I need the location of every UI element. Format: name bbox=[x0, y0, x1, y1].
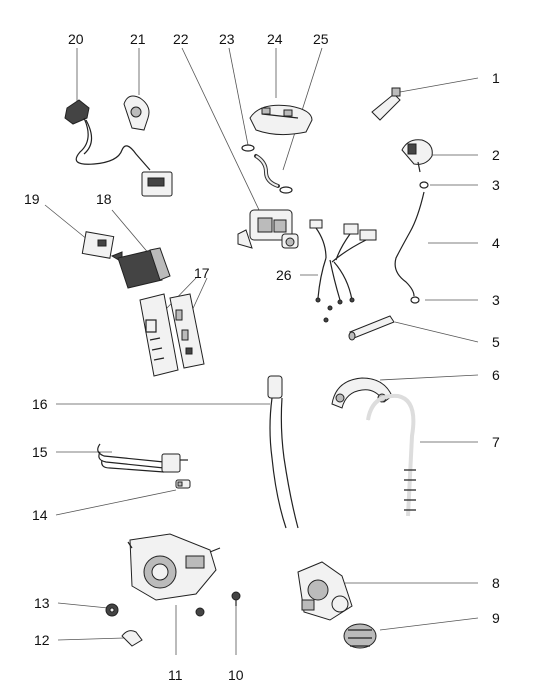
callout-11: 11 bbox=[168, 667, 183, 683]
bolt-part bbox=[195, 607, 205, 617]
callout-3b: 3 bbox=[492, 292, 500, 308]
hose-clip-part bbox=[241, 144, 255, 152]
callout-23: 23 bbox=[219, 31, 235, 47]
pressure-switch-part bbox=[401, 139, 433, 173]
screw-part bbox=[231, 591, 241, 606]
cord-clamp-part bbox=[123, 95, 150, 131]
temperature-sensor-part bbox=[175, 479, 191, 489]
callout-5: 5 bbox=[492, 334, 500, 350]
callout-4: 4 bbox=[492, 235, 500, 251]
leader-lines bbox=[44, 47, 479, 655]
callout-21: 21 bbox=[130, 31, 146, 47]
filter-capacitor-part bbox=[117, 247, 171, 289]
callout-20: 20 bbox=[68, 31, 84, 47]
callout-12: 12 bbox=[34, 632, 50, 648]
callout-13: 13 bbox=[34, 595, 50, 611]
connector-part bbox=[371, 87, 401, 121]
callout-14: 14 bbox=[32, 507, 48, 523]
callout-16: 16 bbox=[32, 396, 48, 412]
inlet-valve-part bbox=[237, 209, 299, 249]
pressure-tube-part bbox=[394, 191, 425, 297]
corrugated-hose-part bbox=[366, 393, 416, 517]
motor-part bbox=[127, 533, 221, 601]
callout-numbers: 1 2 3 4 3 5 6 7 8 9 10 11 12 13 14 15 16… bbox=[24, 31, 500, 683]
power-cord-part bbox=[64, 99, 173, 197]
heater-element-part bbox=[97, 443, 188, 473]
drain-pump-part bbox=[297, 561, 353, 621]
callout-9: 9 bbox=[492, 610, 500, 626]
callout-17: 17 bbox=[194, 265, 210, 281]
door-lock-part bbox=[249, 104, 313, 136]
callout-26: 26 bbox=[276, 267, 292, 283]
callout-22: 22 bbox=[173, 31, 189, 47]
callout-6: 6 bbox=[492, 367, 500, 383]
callout-2: 2 bbox=[492, 147, 500, 163]
short-hose-part bbox=[254, 154, 293, 194]
callout-10: 10 bbox=[228, 667, 244, 683]
label-module-part bbox=[81, 231, 123, 263]
hose-ring-part bbox=[410, 181, 429, 304]
callout-8: 8 bbox=[492, 575, 500, 591]
callout-25: 25 bbox=[313, 31, 329, 47]
pump-filter-part bbox=[343, 623, 377, 649]
drain-hose-part bbox=[267, 375, 299, 529]
callout-1: 1 bbox=[492, 70, 500, 86]
callout-15: 15 bbox=[32, 444, 48, 460]
callout-3: 3 bbox=[492, 177, 500, 193]
nut-part bbox=[105, 603, 119, 617]
callout-24: 24 bbox=[267, 31, 283, 47]
callout-7: 7 bbox=[492, 434, 500, 450]
hose-hanger-part bbox=[331, 377, 393, 409]
control-board-part bbox=[139, 293, 205, 377]
wiring-harness-part bbox=[309, 219, 377, 323]
air-trap-part bbox=[348, 315, 395, 341]
clip-part bbox=[121, 630, 143, 647]
callout-19: 19 bbox=[24, 191, 40, 207]
callout-18: 18 bbox=[96, 191, 112, 207]
